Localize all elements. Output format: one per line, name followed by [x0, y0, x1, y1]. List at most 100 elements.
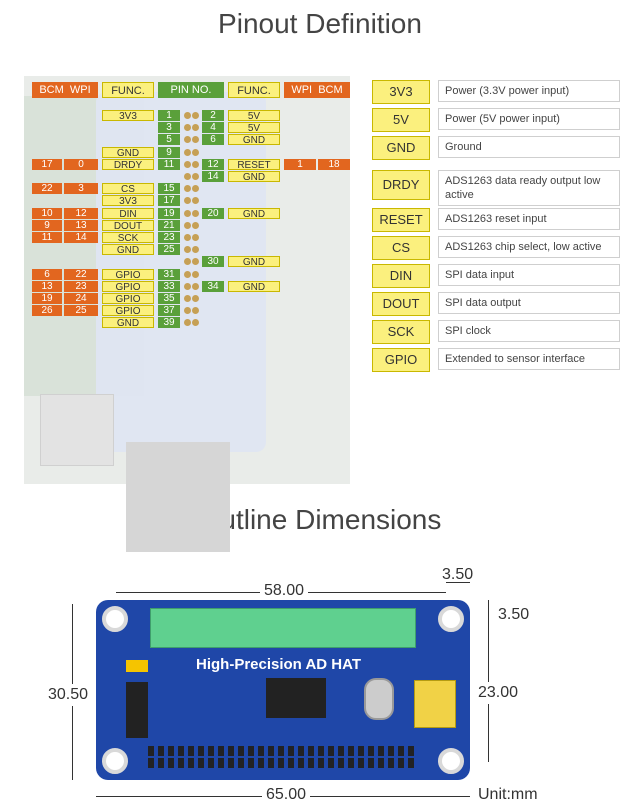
pinout-title: Pinout Definition: [218, 8, 422, 39]
pin-wpi-left: 24: [64, 293, 98, 304]
pin-number-left: 11: [158, 159, 180, 170]
pin-bcm-left: 26: [32, 305, 62, 316]
pin-wpi-left: 25: [64, 305, 98, 316]
header-pin: [184, 161, 191, 168]
header-pin: [192, 197, 199, 204]
pin-number-left: 15: [158, 183, 180, 194]
mounting-hole: [438, 606, 464, 632]
mounting-hole: [438, 748, 464, 774]
jumper-header: [126, 682, 148, 738]
header-pin: [192, 185, 199, 192]
pin-number-right: 6: [202, 134, 224, 145]
pin-wpi-right: 1: [284, 159, 316, 170]
header-bcm-left: BCM: [39, 84, 64, 96]
usb-port: [40, 394, 114, 466]
pin-func-right: 5V: [228, 122, 280, 134]
pin-func-left: GPIO: [102, 281, 154, 293]
dim-hole-spacing: 58.00: [260, 582, 309, 600]
pin-number-left: 21: [158, 220, 180, 231]
pin-number-left: 1: [158, 110, 180, 121]
legend-description: Extended to sensor interface: [438, 348, 620, 370]
legend-key: SCK: [372, 320, 430, 344]
legend-key: RESET: [372, 208, 430, 232]
header-pin: [184, 197, 191, 204]
header-pin: [184, 258, 191, 265]
header-pin: [192, 173, 199, 180]
pin-func-left: DOUT: [102, 220, 154, 232]
header-pin: [192, 149, 199, 156]
pin-number-left: 25: [158, 244, 180, 255]
pin-func-right: RESET: [228, 159, 280, 171]
pin-number-left: 31: [158, 269, 180, 280]
legend-description: Ground: [438, 136, 620, 158]
mounting-hole: [102, 748, 128, 774]
header-pin: [192, 136, 199, 143]
pin-number-right: 30: [202, 256, 224, 267]
pin-func-left: 3V3: [102, 110, 154, 122]
header-pin-no: PIN NO.: [158, 82, 224, 98]
pin-func-left: SCK: [102, 232, 154, 244]
pin-number-left: 9: [158, 147, 180, 158]
header-pin: [192, 161, 199, 168]
legend-description: SPI data input: [438, 264, 620, 286]
pin-func-left: GND: [102, 147, 154, 159]
dim-width: 65.00: [262, 786, 311, 804]
pin-wpi-left: 23: [64, 281, 98, 292]
header-wpi-right: WPI: [291, 84, 313, 96]
outline-diagram: High-Precision AD HAT 58.00 3.50 3.50 23…: [0, 560, 640, 810]
pin-number-left: 5: [158, 134, 180, 145]
legend-description: Power (3.3V power input): [438, 80, 620, 102]
pin-func-left: GPIO: [102, 293, 154, 305]
pin-number-left: 17: [158, 195, 180, 206]
crystal-oscillator: [364, 678, 394, 720]
pin-func-right: GND: [228, 208, 280, 220]
dim-height: 30.50: [46, 684, 91, 706]
header-pin: [184, 149, 191, 156]
legend-key: DIN: [372, 264, 430, 288]
legend-description: ADS1263 chip select, low active: [438, 236, 620, 258]
header-func-right: FUNC.: [228, 82, 280, 98]
gpio-header-bottom: [148, 758, 418, 768]
unit-label: Unit:mm: [478, 786, 538, 803]
pin-number-left: 33: [158, 281, 180, 292]
pin-number-right: 12: [202, 159, 224, 170]
header-pin: [192, 246, 199, 253]
pin-wpi-left: 14: [64, 232, 98, 243]
legend-key: DRDY: [372, 170, 430, 200]
header-pin: [192, 295, 199, 302]
header-wpi-bcm-right: WPI BCM: [284, 82, 350, 98]
header-pin: [192, 112, 199, 119]
sensor-socket: [414, 680, 456, 728]
hat-board: High-Precision AD HAT: [96, 600, 470, 780]
header-pin: [184, 283, 191, 290]
ads1263-chip: [266, 678, 326, 718]
pin-func-right: GND: [228, 281, 280, 293]
pin-bcm-left: 22: [32, 183, 62, 194]
pin-number-right: 4: [202, 122, 224, 133]
header-bcm-wpi-left: BCM WPI: [32, 82, 98, 98]
header-pin: [192, 258, 199, 265]
pin-wpi-left: 0: [64, 159, 98, 170]
dim-line-edge-v: [488, 600, 489, 616]
header-pin: [192, 307, 199, 314]
header-pin: [184, 319, 191, 326]
pin-wpi-left: 13: [64, 220, 98, 231]
legend-description: ADS1263 reset input: [438, 208, 620, 230]
pin-wpi-left: 22: [64, 269, 98, 280]
header-pin: [184, 271, 191, 278]
pin-func-left: GND: [102, 317, 154, 329]
header-pin: [192, 283, 199, 290]
header-pin: [184, 112, 191, 119]
header-pin: [184, 246, 191, 253]
header-pin: [192, 234, 199, 241]
outline-title: Outline Dimensions: [198, 504, 442, 535]
pin-number-left: 23: [158, 232, 180, 243]
pin-number-left: 19: [158, 208, 180, 219]
pin-func-right: 5V: [228, 110, 280, 122]
legend-description: SPI clock: [438, 320, 620, 342]
header-pin: [192, 124, 199, 131]
pin-number-right: 2: [202, 110, 224, 121]
header-bcm-right: BCM: [318, 84, 343, 96]
pin-func-left: 3V3: [102, 195, 154, 207]
header-pin: [184, 124, 191, 131]
